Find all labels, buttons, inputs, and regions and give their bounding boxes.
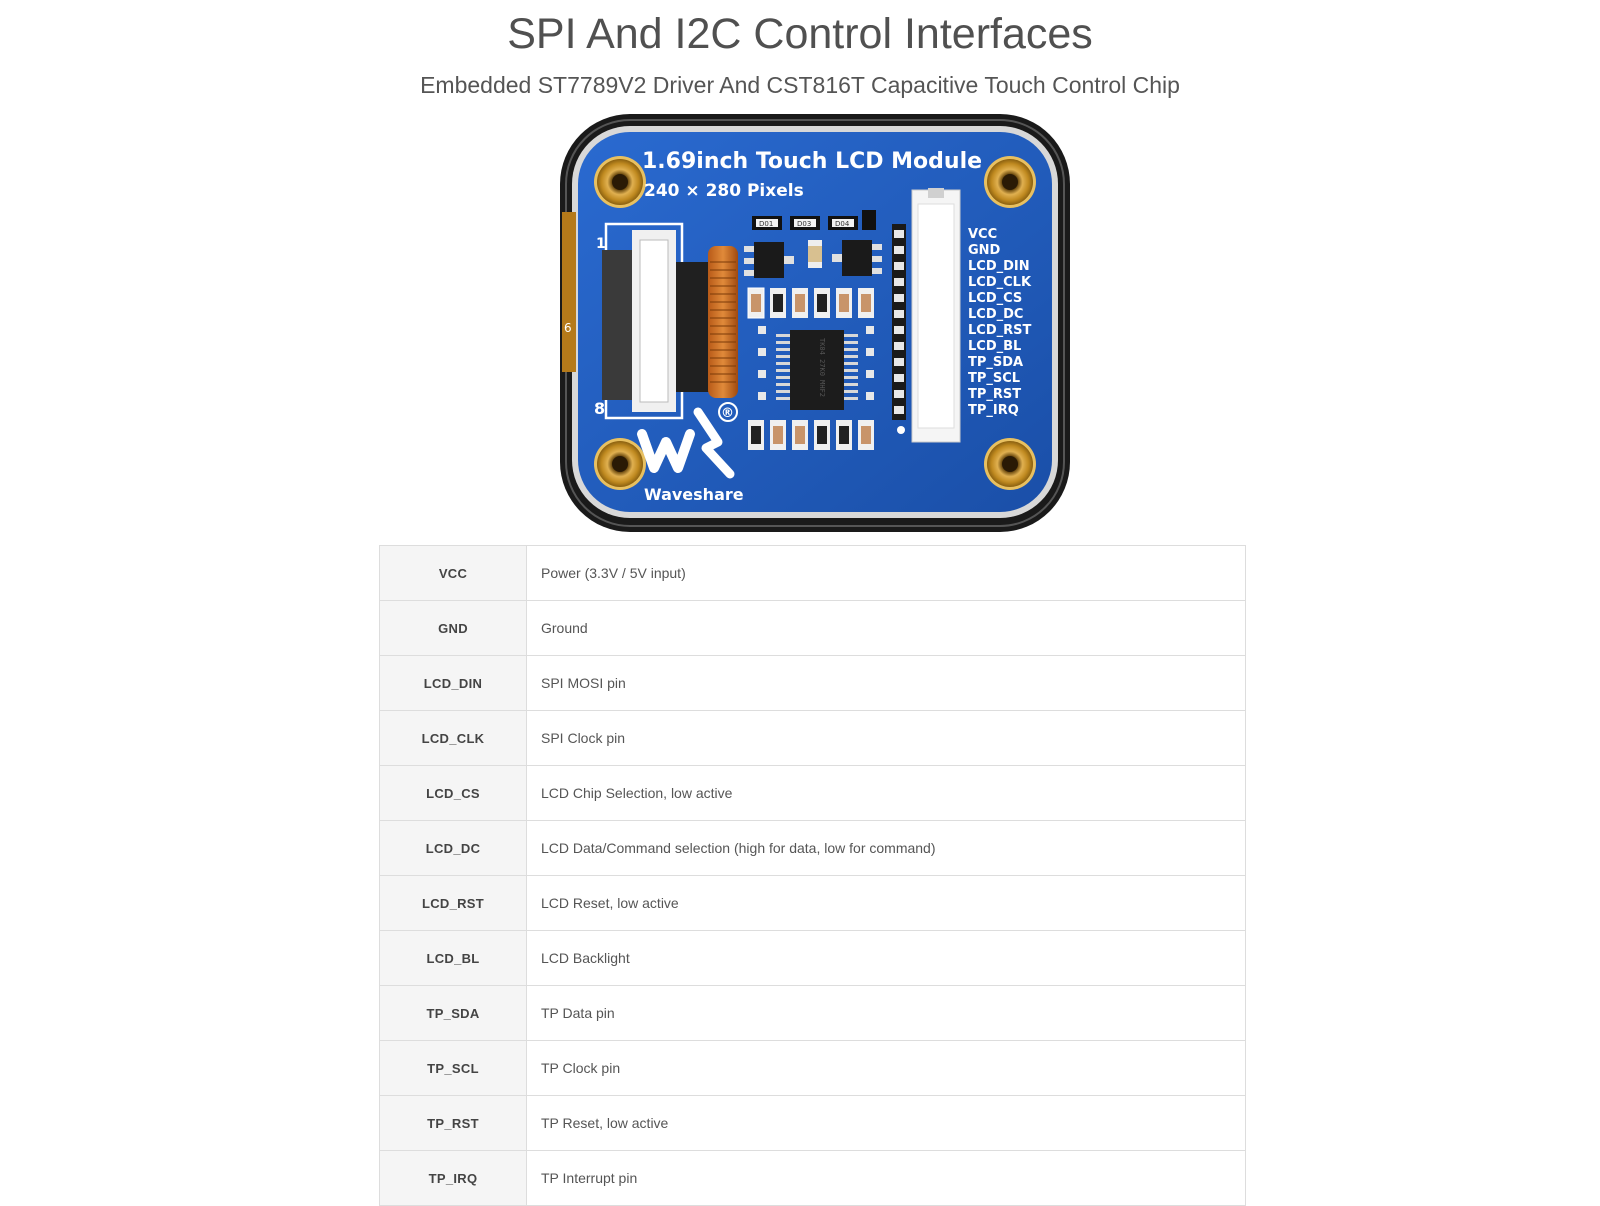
- mounting-hole-icon: [594, 438, 646, 490]
- table-row: TP_IRQ TP Interrupt pin: [379, 1150, 1246, 1206]
- table-row: GND Ground: [379, 600, 1246, 656]
- table-row: TP_RST TP Reset, low active: [379, 1095, 1246, 1151]
- pin-name-cell: TP_RST: [379, 1095, 527, 1151]
- pin-label: TP_IRQ: [968, 403, 1019, 418]
- pin-description-cell: LCD Reset, low active: [526, 875, 1246, 931]
- table-row: LCD_CLK SPI Clock pin: [379, 710, 1246, 766]
- table-row: TP_SDA TP Data pin: [379, 985, 1246, 1041]
- side-tab-label: 6: [564, 321, 572, 335]
- pin-name-cell: LCD_DC: [379, 820, 527, 876]
- table-row: VCC Power (3.3V / 5V input): [379, 545, 1246, 601]
- smd-resistor: [808, 240, 822, 268]
- pin-description-table: VCC Power (3.3V / 5V input) GND Ground L…: [379, 545, 1246, 1206]
- pin-label: LCD_BL: [968, 339, 1021, 354]
- connector-pin-1-label: 1: [596, 236, 606, 252]
- pin-label: LCD_DIN: [968, 259, 1030, 274]
- pin-label: LCD_CLK: [968, 275, 1032, 290]
- lcd-module-photo: 1.69inch Touch LCD Module 240 × 280 Pixe…: [558, 112, 1074, 536]
- board-title: 1.69inch Touch LCD Module: [642, 149, 982, 174]
- pin-name-cell: TP_SDA: [379, 985, 527, 1041]
- svg-text:D04: D04: [835, 220, 850, 228]
- mounting-hole-icon: [984, 156, 1036, 208]
- connector-pin-8-label: 8: [594, 399, 605, 418]
- table-row: TP_SCL TP Clock pin: [379, 1040, 1246, 1096]
- svg-text:D01: D01: [759, 220, 773, 228]
- pin-description-cell: Power (3.3V / 5V input): [526, 545, 1246, 601]
- svg-text:D03: D03: [797, 220, 811, 228]
- waveshare-logo-icon: ®: [637, 402, 738, 479]
- lcd-module-drawing: 1.69inch Touch LCD Module 240 × 280 Pixe…: [560, 114, 1070, 532]
- table-row: LCD_BL LCD Backlight: [379, 930, 1246, 986]
- pin-description-cell: TP Clock pin: [526, 1040, 1246, 1096]
- pin-description-cell: LCD Data/Command selection (high for dat…: [526, 820, 1246, 876]
- pin-label: TP_SCL: [968, 371, 1020, 386]
- fpc-ribbon: [708, 246, 738, 398]
- pin-description-cell: SPI Clock pin: [526, 710, 1246, 766]
- smd-caps-right: [866, 326, 874, 400]
- fpc-cable-dark: [676, 262, 710, 392]
- mounting-hole-icon: [594, 156, 646, 208]
- pin-name-cell: LCD_BL: [379, 930, 527, 986]
- pin-description-cell: Ground: [526, 600, 1246, 656]
- page-subtitle: Embedded ST7789V2 Driver And CST816T Cap…: [420, 72, 1180, 98]
- pin-name-cell: VCC: [379, 545, 527, 601]
- table-row: LCD_DIN SPI MOSI pin: [379, 655, 1246, 711]
- smd-transistor-left: [744, 242, 794, 278]
- pin-name-cell: LCD_CS: [379, 765, 527, 821]
- pin-name-cell: LCD_DIN: [379, 655, 527, 711]
- smd-resistor-row-top: [747, 287, 874, 319]
- mounting-hole-icon: [984, 438, 1036, 490]
- smd-caps-left: [758, 326, 766, 400]
- pin-label: TP_SDA: [968, 355, 1023, 370]
- pin-description-cell: TP Data pin: [526, 985, 1246, 1041]
- smd-transistor-right: [832, 240, 882, 276]
- table-row: LCD_DC LCD Data/Command selection (high …: [379, 820, 1246, 876]
- smd-resistor-row-bottom: [748, 420, 874, 450]
- fpc-ribbon-traces: [710, 261, 736, 383]
- page-title: SPI And I2C Control Interfaces: [507, 10, 1093, 58]
- table-row: LCD_CS LCD Chip Selection, low active: [379, 765, 1246, 821]
- smd-resistor-cap: [808, 240, 822, 246]
- pin-label: VCC: [968, 227, 997, 242]
- pin-name-cell: TP_IRQ: [379, 1150, 527, 1206]
- pin-description-cell: LCD Backlight: [526, 930, 1246, 986]
- pin-name-cell: LCD_RST: [379, 875, 527, 931]
- pin-name-cell: LCD_CLK: [379, 710, 527, 766]
- smd-led-row: D01 D03 D04: [752, 210, 876, 230]
- touch-controller-chip: TK04 27K0 MHF2: [776, 330, 858, 410]
- pin-label-list: VCC GND LCD_DIN LCD_CLK LCD_CS LCD_DC LC…: [968, 227, 1032, 418]
- registered-mark: ®: [721, 406, 734, 421]
- side-tab: [562, 212, 576, 372]
- pin-label: LCD_CS: [968, 291, 1022, 306]
- pin-description-cell: TP Reset, low active: [526, 1095, 1246, 1151]
- smd-resistor-cap: [808, 262, 822, 268]
- pin-description-cell: SPI MOSI pin: [526, 655, 1246, 711]
- svg-text:TK04 27K0 MHF2: TK04 27K0 MHF2: [818, 338, 826, 397]
- fpc-connector-latch: [639, 239, 669, 403]
- pin-name-cell: GND: [379, 600, 527, 656]
- table-row: LCD_RST LCD Reset, low active: [379, 875, 1246, 931]
- pin-label: TP_RST: [968, 387, 1021, 402]
- pin-header-connector: [892, 188, 961, 443]
- pin-label: LCD_RST: [968, 323, 1031, 338]
- pin-label: GND: [968, 243, 1001, 258]
- pin-description-cell: TP Interrupt pin: [526, 1150, 1246, 1206]
- board-resolution: 240 × 280 Pixels: [644, 181, 804, 201]
- pin-description-cell: LCD Chip Selection, low active: [526, 765, 1246, 821]
- pin-name-cell: TP_SCL: [379, 1040, 527, 1096]
- brand-name: Waveshare: [644, 485, 744, 504]
- pin-label: LCD_DC: [968, 307, 1023, 322]
